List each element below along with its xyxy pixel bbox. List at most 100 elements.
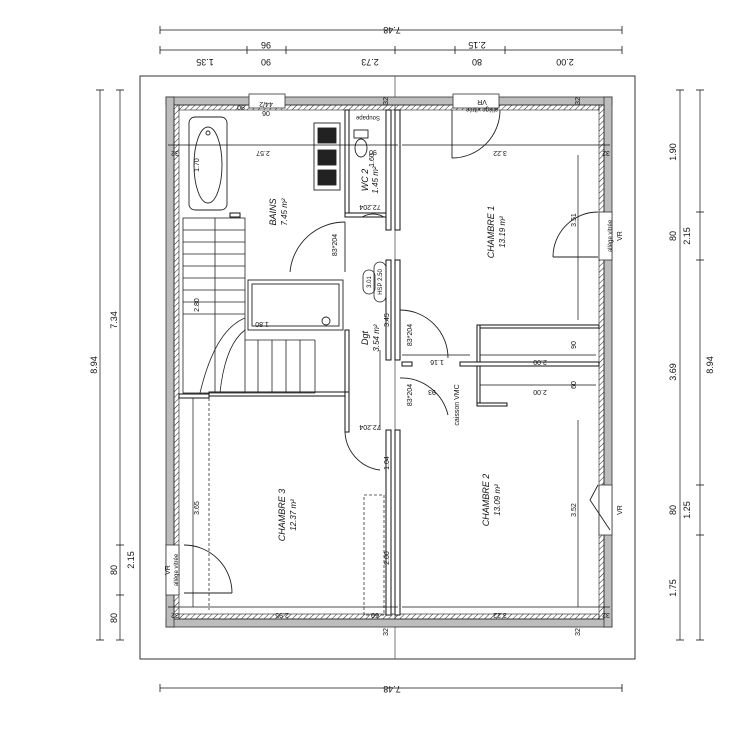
dim-top-seg-1: 1.35: [196, 57, 214, 67]
dim-door-83-b: 83*204: [407, 324, 414, 346]
dim-ch3-width: 2.95: [275, 611, 289, 618]
room-bains-area: 7.45 m²: [280, 198, 289, 225]
hsp-label: HSP 2.50: [378, 269, 384, 295]
room-chambre1-name: CHAMBRE 1: [486, 206, 496, 259]
room-chambre1-area: 13.19 m²: [498, 216, 507, 248]
room-degt-name: Dgt: [360, 331, 370, 346]
dim-ch1-depth: 3.51: [571, 213, 578, 227]
dim-closet-200-b: 2.00: [533, 388, 547, 395]
vr-ch1-sub: allège vitrée: [608, 219, 614, 252]
dim-wc-160: 1.60: [369, 153, 376, 167]
dim-win-06: 06: [262, 109, 270, 116]
dim-bottom-total: 7.48: [383, 684, 401, 694]
dim-door-83-c: 83*204: [407, 384, 414, 406]
dim-32-f: 32: [383, 628, 390, 636]
dim-top-total: 7.48: [383, 25, 401, 35]
pipe-label: Soupape: [355, 114, 380, 120]
top-dimensions: 7.48 1.35 90 96 2.73 80 2.15 2.00 7.48: [196, 25, 574, 694]
dim-left-small-2: 80: [109, 565, 119, 575]
dim-right-seg-1: 1.90: [668, 143, 678, 161]
caisson-label: caisson VMC: [454, 384, 461, 425]
dim-right-seg-7: 1.75: [668, 579, 678, 597]
room-chambre3-area: 12.37 m²: [289, 499, 298, 531]
hsp-badges: 3.01 HSP 2.50: [362, 261, 387, 303]
dim-right-seg-4: 3.69: [668, 363, 678, 381]
dim-32-d: 32: [602, 149, 610, 156]
room-chambre3-name: CHAMBRE 3: [277, 489, 287, 542]
dim-bath-90: 90: [237, 103, 245, 110]
dim-degt-200: 2.00: [384, 551, 391, 565]
dim-degt-104: 1.04: [384, 456, 391, 470]
room-chambre2-area: 13.09 m²: [493, 484, 502, 516]
interior-walls: [178, 109, 600, 616]
dim-right-overall: 8.94: [705, 356, 715, 374]
dim-degt-345: 3.45: [384, 313, 391, 327]
interior-dimensions: 2.57 32 32 32 32 32 32 32 32 3.22 3.51 3…: [171, 97, 610, 636]
dim-right-seg-6: 1.25: [682, 501, 692, 519]
dim-ch2-depth: 3.52: [571, 503, 578, 517]
dim-top-seg-7: 2.00: [556, 57, 574, 67]
dim-left-small-1: 2.15: [126, 551, 136, 569]
dim-cutout-90: 90: [369, 148, 377, 155]
dim-bains-width: 2.57: [256, 149, 270, 156]
dim-ch1-width: 3.22: [493, 149, 507, 156]
dim-32-b: 32: [383, 97, 390, 105]
dim-stair-180: 1.80: [255, 320, 269, 327]
dim-top-seg-3: 96: [261, 40, 271, 50]
doors: [183, 109, 611, 594]
vr-ch3-label: VR: [165, 565, 172, 575]
dim-left-overall: 8.94: [89, 356, 99, 374]
dim-ch2-width: 3.22: [493, 611, 507, 618]
dim-32-c: 32: [575, 97, 582, 105]
dim-32-a: 32: [171, 149, 179, 156]
room-wc-area: 1.45 m²: [371, 166, 380, 193]
dimension-ticks: [96, 26, 704, 692]
dim-ch3-closet: 60: [371, 611, 379, 618]
dim-stair-280: 2.80: [194, 298, 201, 312]
dim-top-seg-4: 2.73: [361, 57, 379, 67]
dim-32-e: 32: [171, 611, 179, 618]
dim-door-83-a: 83*204: [332, 234, 339, 256]
dim-wc-door: 72.204: [359, 203, 381, 210]
dim-door-72-b: 72.204: [359, 423, 381, 430]
side-dimensions: 8.94 7.34 2.15 80 80 8.94 1.90 80 2.15 3…: [89, 143, 715, 623]
dim-right-seg-3: 2.15: [682, 227, 692, 245]
vr-top-label: VR: [477, 98, 487, 105]
dim-left-inner: 7.34: [109, 311, 119, 329]
dim-32-h: 32: [602, 611, 610, 618]
building-outline: [139, 75, 636, 660]
room-degt-area: 3.54 m²: [372, 324, 381, 351]
vr-ch2-label: VR: [617, 505, 624, 515]
closet-dashes: [208, 398, 385, 616]
dim-right-seg-5: 80: [668, 505, 678, 515]
room-bains-name: BAINS: [268, 198, 278, 225]
dimension-lines: [99, 29, 701, 689]
dim-closet-60: 60: [571, 381, 578, 389]
dim-closet-90: 90: [571, 341, 578, 349]
dim-closet-200-a: 2.00: [533, 358, 547, 365]
dim-ch3-depth: 3.65: [194, 501, 201, 515]
dim-win-44: 44/2: [259, 100, 273, 107]
dim-right-seg-2: 80: [668, 231, 678, 241]
dim-top-seg-6: 2.15: [468, 40, 486, 50]
misc-labels: caisson VMC VR allège vitrée VR VR allèg…: [165, 98, 624, 586]
dim-degt-116: 1.16: [430, 358, 444, 365]
vr-ch3-sub: allège vitrée: [174, 553, 180, 586]
dim-bath-170: 1.70: [194, 158, 201, 172]
dim-top-seg-5: 80: [472, 57, 482, 67]
room-labels: BAINS 7.45 m² WC 2 1.45 m² CHAMBRE 1 13.…: [268, 166, 507, 541]
dim-left-small-3: 80: [109, 613, 119, 623]
vr-ch1-label: VR: [617, 231, 624, 241]
room-wc-name: WC 2: [360, 169, 370, 192]
dim-degt-93: 93: [428, 388, 436, 395]
bathtub: [188, 116, 228, 211]
dim-32-g: 32: [575, 628, 582, 636]
windows: [165, 93, 613, 596]
hsp-small-label: 3.01: [367, 276, 373, 288]
shower: [247, 279, 344, 331]
vanity: [313, 122, 341, 191]
vr-top-sub: allège vitrée: [465, 106, 498, 112]
dim-top-seg-2: 90: [261, 57, 271, 67]
room-chambre2-name: CHAMBRE 2: [481, 474, 491, 527]
